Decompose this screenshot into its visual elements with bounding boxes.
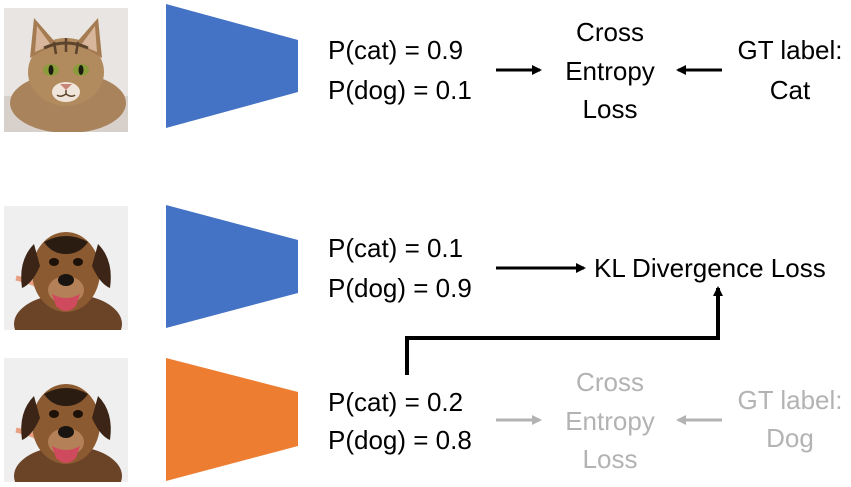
arrow-student-to-kl	[405, 286, 723, 375]
loss-row1-line3: Loss	[582, 94, 638, 124]
prob-dog-row3: P(dog) = 0.8	[328, 425, 472, 455]
gt-label-row3-line1: GT label:	[737, 385, 843, 415]
kl-divergence-loss-label: KL Divergence Loss	[594, 253, 826, 283]
dog-photo-icon	[4, 206, 128, 330]
loss-row3-line1: Cross	[576, 367, 644, 397]
network-teacher-2	[166, 205, 298, 328]
loss-row1-line1: Cross	[576, 17, 644, 47]
network-teacher-1	[166, 4, 298, 128]
gt-label-row1-line2: Cat	[769, 75, 811, 105]
loss-row3-line2: Entropy	[565, 406, 655, 436]
loss-row1-line2: Entropy	[565, 56, 655, 86]
loss-row3-line3: Loss	[582, 444, 638, 474]
prob-dog-row2: P(dog) = 0.9	[328, 273, 472, 303]
prob-cat-row3: P(cat) = 0.2	[328, 387, 464, 417]
dog-photo-icon	[4, 358, 128, 482]
gt-label-row1-line1: GT label:	[737, 35, 843, 65]
prob-cat-row2: P(cat) = 0.1	[328, 233, 464, 263]
gt-label-row3-line2: Dog	[766, 423, 814, 453]
prob-dog-row1: P(dog) = 0.1	[328, 75, 472, 105]
cat-photo-icon	[4, 8, 128, 132]
prob-cat-row1: P(cat) = 0.9	[328, 35, 464, 65]
network-student	[166, 358, 298, 481]
